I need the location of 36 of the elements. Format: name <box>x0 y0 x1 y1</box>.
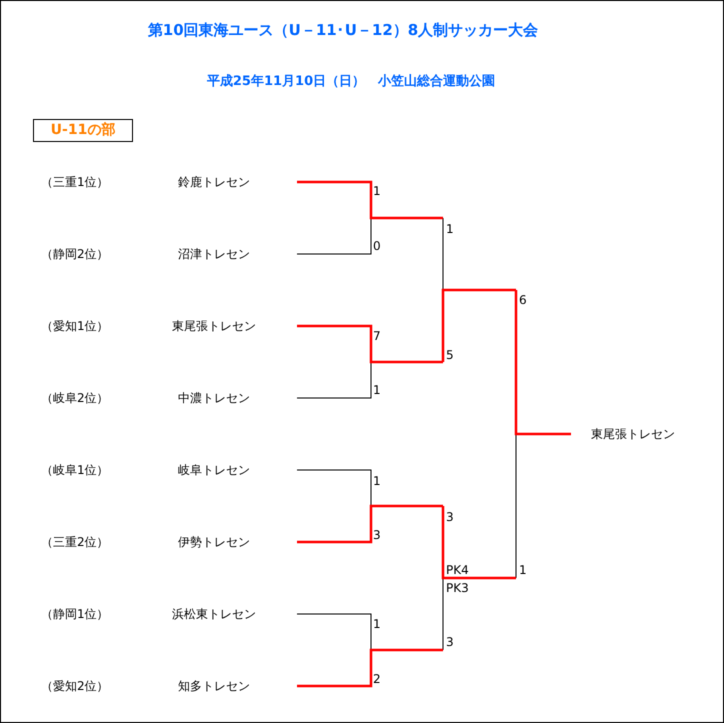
seed-label: （三重2位） <box>41 535 109 549</box>
score: 3 <box>446 510 454 524</box>
team-name: 鈴鹿トレセン <box>178 174 250 190</box>
team-name: 岐阜トレセン <box>178 462 250 478</box>
score: 2 <box>373 672 381 686</box>
score: PK4 <box>446 563 469 577</box>
score: 1 <box>373 617 381 631</box>
seed-label: （愛知1位） <box>41 319 109 333</box>
seed-label: （静岡2位） <box>41 247 109 261</box>
seed-label: （三重1位） <box>41 175 109 189</box>
team-name: 伊勢トレセン <box>178 534 250 550</box>
team-name: 知多トレセン <box>178 678 250 694</box>
score: 1 <box>373 383 381 397</box>
score: 1 <box>519 563 527 577</box>
team-name: 東尾張トレセン <box>172 318 256 334</box>
seed-label: （岐阜1位） <box>41 463 109 477</box>
score: 0 <box>373 239 381 253</box>
winner-name: 東尾張トレセン <box>591 426 675 442</box>
score: 5 <box>446 348 454 362</box>
section-heading: U-11の部 <box>33 119 133 142</box>
score: 3 <box>446 635 454 649</box>
title: 第10回東海ユース（U－11･U－12）8人制サッカー大会 <box>146 21 540 40</box>
score: 1 <box>446 222 454 236</box>
score: 7 <box>373 329 381 343</box>
score: 1 <box>373 184 381 198</box>
score: 3 <box>373 528 381 542</box>
score: PK3 <box>446 581 469 595</box>
score: 6 <box>519 293 527 307</box>
score: 1 <box>373 474 381 488</box>
subtitle: 平成25年11月10日（日） 小笠山総合運動公園 <box>206 73 496 90</box>
team-name: 中濃トレセン <box>178 390 250 406</box>
seed-label: （愛知2位） <box>41 679 109 693</box>
seed-label: （静岡1位） <box>41 607 109 621</box>
team-name: 浜松東トレセン <box>172 606 256 622</box>
team-name: 沼津トレセン <box>178 246 250 262</box>
seed-label: （岐阜2位） <box>41 391 109 405</box>
